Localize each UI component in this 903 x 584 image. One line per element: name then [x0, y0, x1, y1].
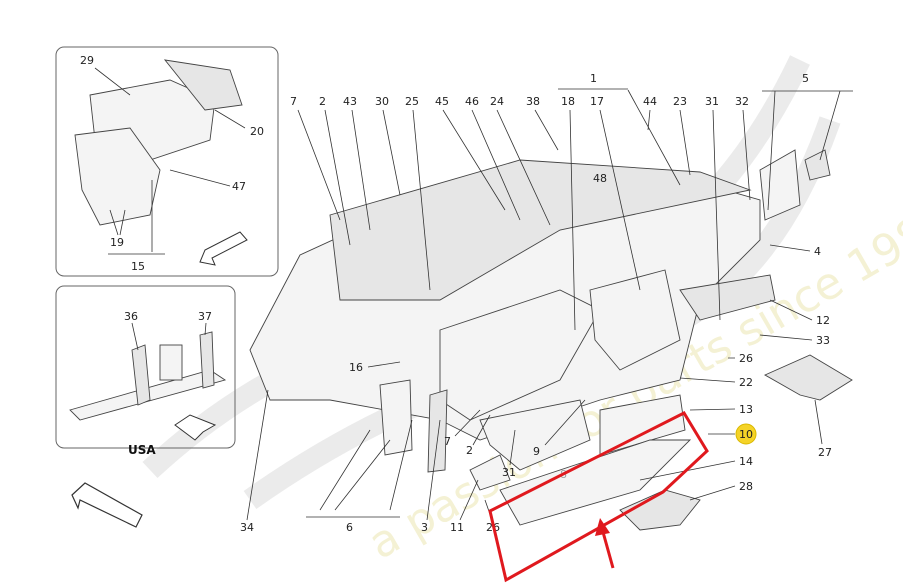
part-callout-label: 24: [490, 95, 504, 108]
inset-steering-column: [55, 46, 279, 277]
right-callouts: 4 12 33 26 22 13 14 28 27 10: [639, 244, 832, 501]
dashboard-assembly: [249, 149, 853, 531]
part-callout-label: 16: [349, 361, 363, 374]
part-callout-label: 14: [739, 455, 753, 468]
part-callout-label: 38: [526, 95, 540, 108]
part-callout-label: 27: [818, 446, 832, 459]
arrow-icon: [174, 414, 217, 441]
part-callout-label: 2: [319, 95, 326, 108]
part-callout-label: 7: [444, 435, 451, 448]
part-callout-label: 5: [802, 72, 809, 85]
usa-bracket-parts: [69, 331, 227, 421]
part-callout-label: 48: [593, 172, 607, 185]
part-callout-label: 45: [435, 95, 449, 108]
inset-usa: [55, 285, 236, 449]
part-callout-label: 31: [705, 95, 719, 108]
part-callout-label: 1: [590, 72, 597, 85]
part-callout-label: 23: [673, 95, 687, 108]
part-callout-label: 20: [250, 125, 264, 138]
part-callout-label: 34: [240, 521, 254, 534]
part-callout-label: 12: [816, 314, 830, 327]
part-callout-label: 15: [131, 260, 145, 273]
inset-usa-labels: 36 37 USA: [124, 310, 212, 457]
part-callout-label: 37: [198, 310, 212, 323]
highlight-arrow-icon: [595, 518, 615, 569]
part-callout-label: 13: [739, 403, 753, 416]
part-callout-label: 2: [466, 444, 473, 457]
part-callout-label: 47: [232, 180, 246, 193]
arrow-icon: [199, 231, 248, 266]
direction-arrow-icon: [71, 482, 143, 528]
part-callout-label: 4: [814, 245, 821, 258]
part-callout-label: 43: [343, 95, 357, 108]
usa-caption: USA: [128, 443, 156, 457]
part-callout-label: 25: [405, 95, 419, 108]
part-callout-label: 26: [739, 352, 753, 365]
part-callout-label: 17: [590, 95, 604, 108]
steering-column-parts: [74, 59, 243, 226]
lower-callouts: 16 7 2 9 31 8 11 26 3 6 34: [240, 361, 586, 534]
highlighted-part-number[interactable]: 10: [739, 428, 753, 441]
part-callout-label: 29: [80, 54, 94, 67]
part-callout-label: 36: [124, 310, 138, 323]
part-callout-label: 11: [450, 521, 464, 534]
part-callout-label: 32: [735, 95, 749, 108]
part-callout-label: 22: [739, 376, 753, 389]
part-callout-label: 28: [739, 480, 753, 493]
top-callouts: 1 5 7 2 43 30 25 45 46 24 38 18 17 44 23…: [290, 72, 853, 331]
part-callout-label: 33: [816, 334, 830, 347]
part-callout-label: 31: [502, 466, 516, 479]
part-callout-label: 18: [561, 95, 575, 108]
part-callout-label: 3: [421, 521, 428, 534]
part-callout-label: 46: [465, 95, 479, 108]
part-callout-label: 19: [110, 236, 124, 249]
highlight-box: [488, 411, 709, 583]
inset-top-labels: 29 20 47 19 15: [80, 54, 264, 273]
part-callout-label: 30: [375, 95, 389, 108]
part-callout-label: 6: [346, 521, 353, 534]
part-callout-label: 9: [533, 445, 540, 458]
highlight-badge: [735, 423, 757, 445]
part-callout-label: 44: [643, 95, 657, 108]
part-callout-label: 7: [290, 95, 297, 108]
